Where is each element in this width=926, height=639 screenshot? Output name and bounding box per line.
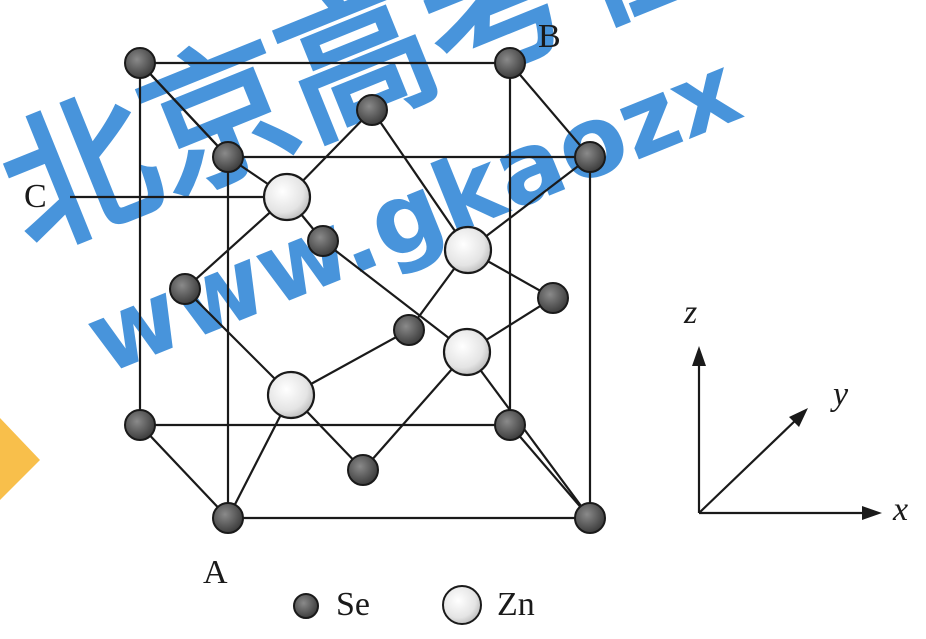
bond-15 — [362, 351, 468, 471]
zn-atom-4 — [442, 327, 492, 377]
legend-se-marker — [293, 593, 319, 619]
se-atom-front-top-left — [212, 141, 244, 173]
zn-atom-3 — [266, 370, 316, 420]
se-atom-top-face — [356, 94, 388, 126]
y-axis-line — [698, 417, 799, 514]
se-atom-bottom-face — [347, 454, 379, 486]
se-atom-back-bottom-left — [124, 409, 156, 441]
se-atom-back-top-left — [124, 47, 156, 79]
legend-zn-marker — [442, 585, 482, 625]
watermark-accent-triangle — [0, 418, 40, 500]
zn-atom-1 — [262, 172, 312, 222]
se-atom-a-front-bottom-left — [212, 502, 244, 534]
bond-6 — [467, 156, 591, 251]
legend-se-label: Se — [336, 586, 370, 623]
axis-label-y: y — [833, 376, 849, 413]
y-axis-arrowhead — [789, 408, 808, 427]
se-atom-b-back-top-right — [494, 47, 526, 79]
bond-9 — [184, 288, 292, 396]
se-atom-left-face — [169, 273, 201, 305]
axis-label-x: x — [893, 491, 909, 528]
label-point-b: B — [538, 18, 561, 55]
se-atom-front-bottom-right — [574, 502, 606, 534]
label-point-c: C — [24, 178, 47, 215]
bond-5 — [371, 109, 469, 251]
zn-atom-2 — [443, 225, 493, 275]
atoms — [124, 47, 606, 534]
unit-cell-edges — [138, 61, 592, 520]
z-axis-arrowhead — [692, 346, 706, 366]
se-atom-front-top-right — [574, 141, 606, 173]
se-atom-right-face — [537, 282, 569, 314]
se-atom-front-face — [307, 225, 339, 257]
se-atom-back-bottom-right — [494, 409, 526, 441]
se-atom-back-face — [393, 314, 425, 346]
bond-17 — [139, 62, 229, 158]
legend-zn-label: Zn — [497, 586, 535, 623]
label-point-a: A — [203, 554, 228, 591]
x-axis-arrowhead — [862, 506, 882, 520]
bond-13 — [322, 240, 468, 353]
axis-label-z: z — [684, 294, 698, 331]
coordinate-axes — [692, 346, 882, 520]
bond-16 — [466, 351, 591, 519]
